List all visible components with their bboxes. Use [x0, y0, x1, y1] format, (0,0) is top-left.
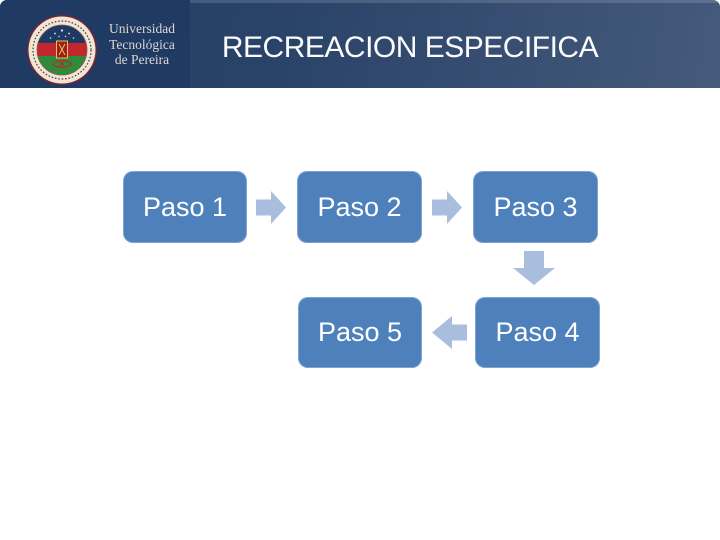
step-box-paso-5: Paso 5: [298, 297, 422, 368]
arrow-down-icon: [513, 251, 555, 285]
arrow-right-icon: [256, 191, 286, 224]
step-box-paso-4: Paso 4: [475, 297, 600, 368]
university-name-line3: de Pereira: [114, 52, 170, 67]
university-seal-icon: [27, 15, 97, 85]
slide-title: RECREACION ESPECIFICA: [221, 31, 599, 64]
university-name-line1: Universidad: [109, 21, 175, 36]
university-logo: Universidad Tecnológica de Pereira: [0, 0, 190, 88]
arrow-right-icon: [432, 191, 462, 224]
university-name-line2: Tecnológica: [109, 36, 175, 52]
step-box-paso-1: Paso 1: [123, 171, 247, 243]
step-box-paso-3: Paso 3: [473, 171, 598, 243]
step-box-paso-2: Paso 2: [297, 171, 422, 243]
university-name: Universidad Tecnológica de Pereira: [96, 21, 188, 68]
slide-header: Universidad Tecnológica de Pereira RECRE…: [0, 0, 720, 88]
arrow-left-icon: [432, 316, 467, 349]
